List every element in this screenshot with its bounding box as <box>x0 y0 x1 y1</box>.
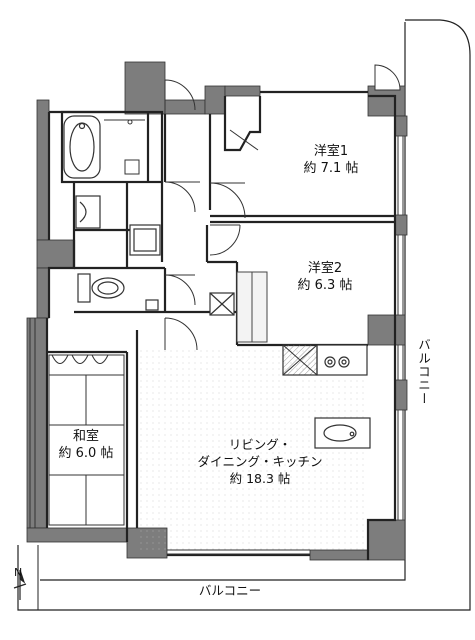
western2-name: 洋室2 <box>307 261 343 276</box>
japanese-size: 約 6.0 帖 <box>58 446 114 461</box>
western1-size: 約 7.1 帖 <box>303 161 359 176</box>
washbasin <box>75 195 161 256</box>
closet-western2 <box>236 271 268 343</box>
balcony-outline <box>17 19 471 611</box>
fridge-space <box>282 344 318 376</box>
doors <box>164 64 401 351</box>
windows <box>29 136 404 555</box>
bathtub <box>63 115 101 179</box>
kitchen-counter <box>282 344 371 449</box>
western1-name: 洋室1 <box>313 144 349 159</box>
ldk-label: リビング・ ダイニング・キッチン 約 18.3 帖 <box>160 436 360 487</box>
compass-arrow <box>13 569 27 600</box>
compass-label: N <box>14 566 23 579</box>
ldk-floor-texture <box>140 350 365 550</box>
balcony-east-label: バルコニー <box>416 338 431 406</box>
exterior-walls <box>26 61 408 561</box>
ldk-line2: ダイニング・キッチン <box>197 454 323 469</box>
toilet <box>77 273 159 311</box>
balcony-south-label: バルコニー <box>198 583 262 598</box>
oshiire-closet <box>48 354 125 376</box>
ldk-size: 約 18.3 帖 <box>229 471 291 486</box>
shower-fixture <box>104 119 145 175</box>
entry-storage <box>209 292 235 316</box>
ldk-line1: リビング・ <box>228 437 292 452</box>
japanese-label: 和室 約 6.0 帖 <box>48 428 124 462</box>
japanese-name: 和室 <box>72 429 99 444</box>
western1-label: 洋室1 約 7.1 帖 <box>296 143 366 177</box>
western2-size: 約 6.3 帖 <box>297 278 353 293</box>
western2-label: 洋室2 約 6.3 帖 <box>290 260 360 294</box>
